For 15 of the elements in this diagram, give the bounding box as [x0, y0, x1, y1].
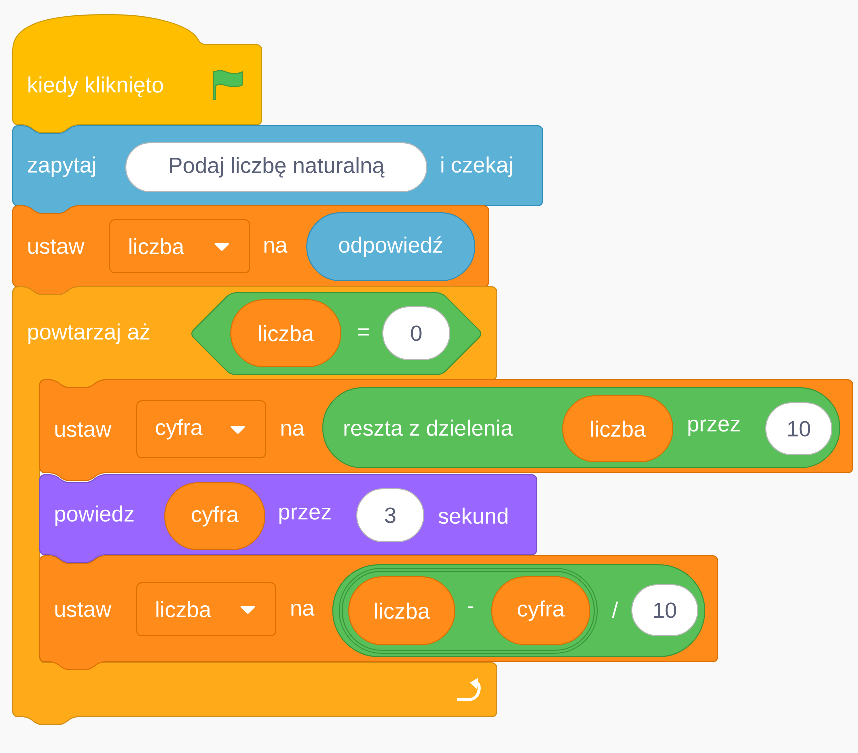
- input-field: 0: [382, 306, 450, 360]
- hat-block: kiedy kliknięto: [12, 14, 262, 134]
- input-field: 10: [632, 584, 698, 636]
- input-field: 3: [356, 488, 424, 542]
- reporter-block: liczba: [562, 396, 674, 462]
- input-field: 10: [766, 402, 832, 456]
- reporter-block: odpowiedź: [306, 212, 476, 282]
- input-field: Podaj liczbę naturalną: [126, 142, 428, 192]
- reporter-block: cyfra: [492, 576, 590, 646]
- reporter-block: liczba: [230, 300, 342, 368]
- dropdown-field: liczba: [110, 220, 250, 274]
- dropdown-field: liczba: [136, 582, 276, 636]
- reporter-block: liczba: [348, 576, 456, 646]
- dropdown-field: cyfra: [136, 400, 266, 458]
- reporter-block: cyfra: [164, 482, 266, 550]
